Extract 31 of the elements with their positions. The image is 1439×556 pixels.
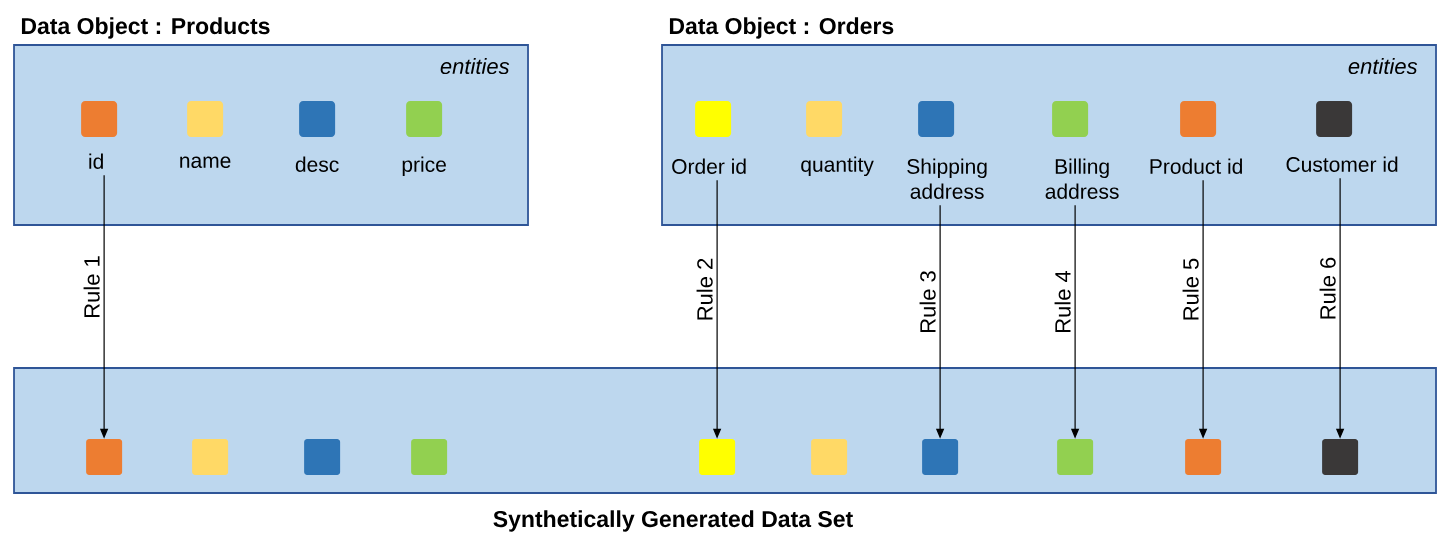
entity-square xyxy=(1322,439,1359,476)
entity-label: Product id xyxy=(1150,158,1242,174)
rule-label: Rule 3 xyxy=(919,271,936,332)
entity-label: id xyxy=(89,153,103,169)
rule-label: Rule 6 xyxy=(1319,257,1336,319)
entity-square xyxy=(699,439,736,476)
entity-label: Order id xyxy=(672,158,746,174)
panel-heading: Data Object : Products xyxy=(21,17,270,39)
entity-square xyxy=(1185,439,1222,476)
entity-square xyxy=(1057,439,1094,476)
panel-heading: Data Object : Orders xyxy=(669,17,894,39)
entity-label: quantity xyxy=(801,156,874,177)
panel-tag: entities xyxy=(440,57,510,75)
rule-label: Rule 2 xyxy=(696,258,713,320)
entity-square xyxy=(192,439,229,476)
entity-label: Customer id xyxy=(1286,156,1398,172)
entity-square xyxy=(304,439,341,476)
entity-square xyxy=(922,439,959,476)
entity-label: price xyxy=(402,156,446,177)
entity-square xyxy=(811,439,848,476)
entity-label: Shipping address xyxy=(907,158,987,199)
panel-heading: Synthetically Generated Data Set xyxy=(493,510,853,532)
entity-label: desc xyxy=(295,156,339,172)
entity-label: Billing address xyxy=(1045,158,1119,199)
entity-square xyxy=(86,439,123,476)
rule-label: Rule 4 xyxy=(1054,270,1071,332)
entity-square xyxy=(411,439,448,476)
panel-tag: entities xyxy=(1348,57,1418,75)
entity-label: name xyxy=(180,156,231,168)
rule-label: Rule 1 xyxy=(83,256,100,317)
rule-label: Rule 5 xyxy=(1182,258,1199,320)
